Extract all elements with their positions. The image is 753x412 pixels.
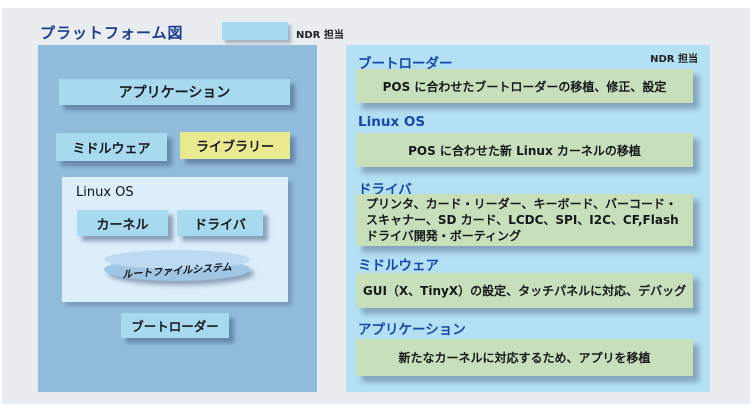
task-box-application: 新たなカーネルに対応するため、アプリを移植 (356, 339, 693, 376)
task-heading-linux-os: Linux OS (358, 114, 426, 130)
tasks-ndr-label: NDR 担当 (650, 54, 698, 65)
task-heading-bootloader: ブートローダー (358, 56, 453, 72)
root-filesystem-cylinder: ルートファイルシステム (104, 250, 250, 282)
kernel-box: カーネル (77, 210, 168, 236)
legend-label: NDR 担当 (296, 30, 344, 41)
middleware-box: ミドルウェア (56, 133, 167, 161)
figure-title: プラットフォーム図 (40, 24, 184, 42)
task-heading-application: アプリケーション (358, 322, 466, 338)
library-box: ライブラリー (180, 132, 290, 159)
linux-os-group: Linux OS カーネル ドライバ ルートファイルシステム (62, 177, 288, 302)
cylinder-top (104, 250, 250, 269)
task-box-linux-os: POS に合わせた新 Linux カーネルの移植 (356, 133, 693, 167)
platform-diagram-panel: アプリケーション ミドルウェア ライブラリー Linux OS カーネル ドライ… (38, 45, 317, 392)
task-heading-middleware: ミドルウェア (358, 258, 439, 274)
bootloader-box: ブートローダー (121, 313, 229, 338)
linux-os-label: Linux OS (76, 185, 134, 200)
driver-box: ドライバ (177, 210, 263, 236)
task-box-bootloader: POS に合わせたブートローダーの移植、修正、設定 (356, 69, 693, 103)
task-box-driver: プリンタ、カード・リーダー、キーボード、バーコード・ スキャナー、SD カード、… (356, 194, 693, 246)
legend-color-swatch (222, 22, 288, 40)
tasks-panel: NDR 担当 ブートローダー POS に合わせたブートローダーの移植、修正、設定… (346, 45, 710, 392)
application-box: アプリケーション (59, 79, 290, 105)
task-box-middleware: GUI（X、TinyX）の設定、タッチパネルに対応、デバッグ (356, 273, 693, 308)
